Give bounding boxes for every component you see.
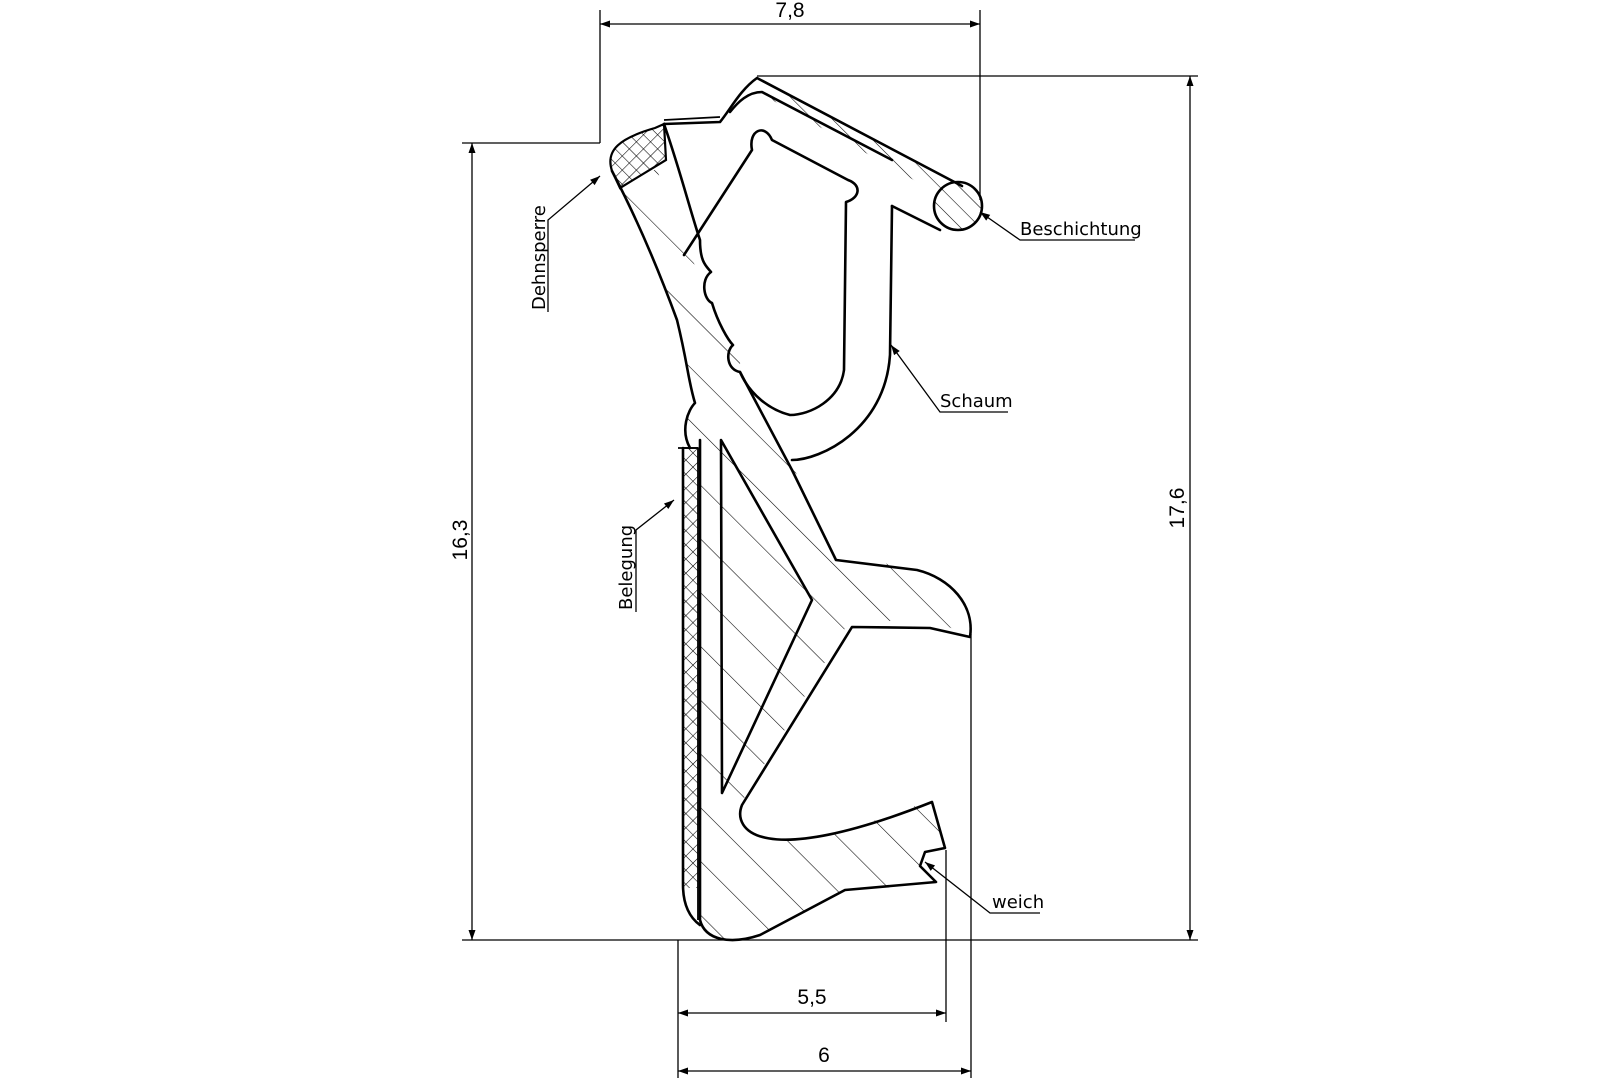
dim-left-height: 16,3 [449, 520, 472, 561]
profile-body [609, 122, 972, 942]
dim-top-width: 7,8 [775, 0, 804, 22]
label-dehnsperre: Dehnsperre [529, 205, 550, 310]
profile-main-section [612, 170, 971, 940]
label-beschichtung: Beschichtung [1020, 219, 1142, 240]
dim-bottom-outer-width: 6 [818, 1044, 830, 1067]
callouts [547, 175, 1135, 914]
dehnsperre-cap [609, 122, 668, 190]
label-schaum: Schaum [940, 391, 1013, 412]
foam-lip [662, 76, 984, 462]
dimension-lines [462, 10, 1198, 1078]
label-weich: weich [992, 892, 1044, 913]
dim-bottom-inner-width: 5,5 [797, 986, 826, 1009]
lip-tip [932, 180, 984, 232]
beschichtung-ribbon [757, 78, 946, 193]
dim-right-height: 17,6 [1166, 488, 1189, 529]
belegung-layer [683, 448, 698, 888]
label-belegung: Belegung [616, 525, 637, 610]
lower-cavity [719, 438, 814, 795]
